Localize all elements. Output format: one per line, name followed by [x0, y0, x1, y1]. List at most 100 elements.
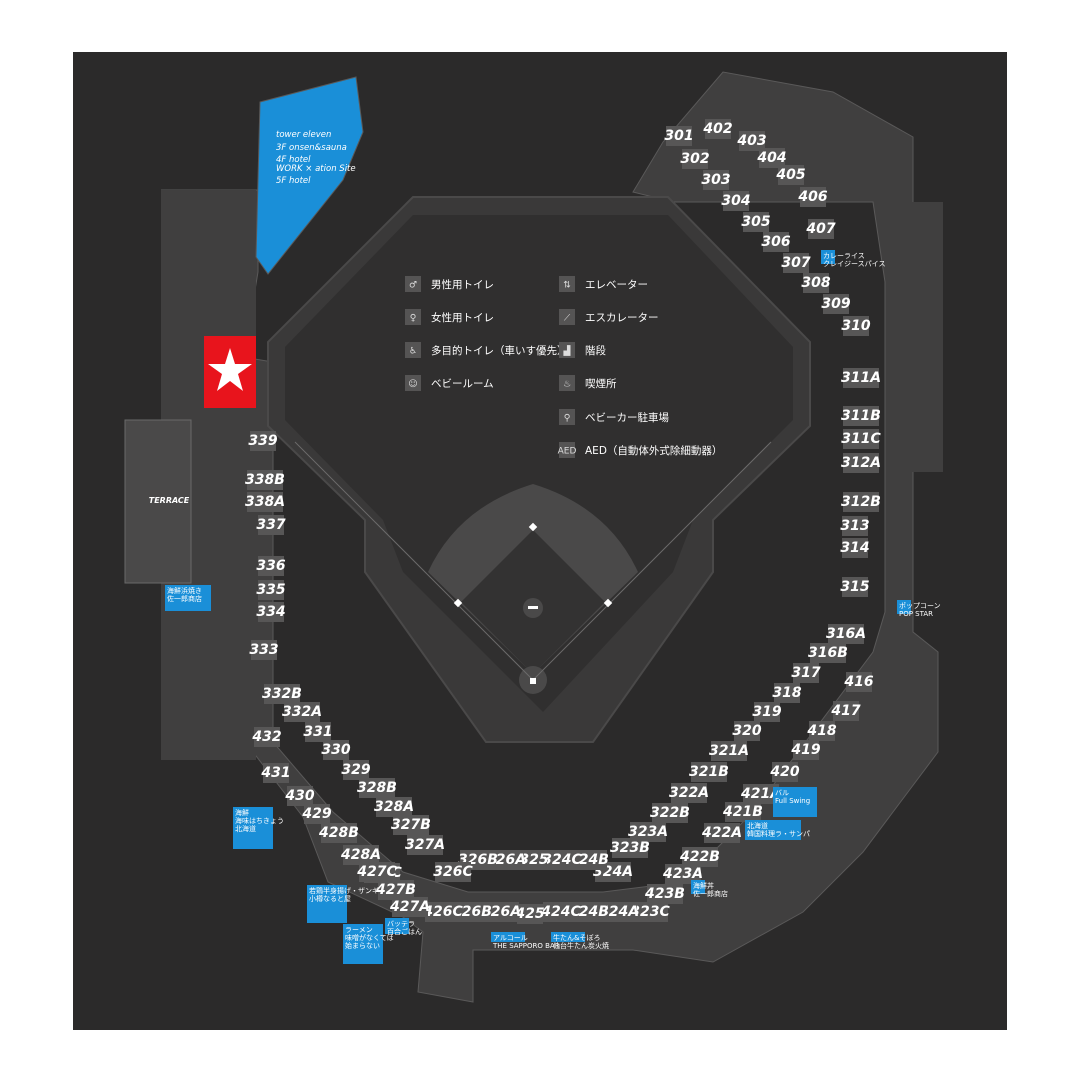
seat-block[interactable]	[711, 741, 747, 761]
seat-block[interactable]	[305, 722, 331, 742]
seat-block[interactable]	[247, 492, 283, 512]
seat-block[interactable]	[258, 556, 284, 576]
seat-block[interactable]	[543, 902, 579, 922]
food-stall[interactable]	[773, 787, 817, 817]
seat-block[interactable]	[725, 802, 761, 822]
food-stall[interactable]	[165, 585, 211, 611]
seat-block[interactable]	[705, 119, 731, 139]
seat-block[interactable]	[846, 672, 872, 692]
food-stall[interactable]	[343, 924, 383, 964]
seat-block[interactable]	[842, 516, 868, 536]
seat-block[interactable]	[435, 862, 471, 882]
seat-block[interactable]	[842, 577, 868, 597]
seat-block[interactable]	[263, 763, 289, 783]
seat-block[interactable]	[783, 253, 809, 273]
seat-block[interactable]	[254, 727, 280, 747]
seat-block[interactable]	[703, 170, 729, 190]
seat-block[interactable]	[803, 273, 829, 293]
seat-block[interactable]	[454, 902, 490, 922]
seat-block[interactable]	[682, 847, 718, 867]
seat-block[interactable]	[343, 845, 379, 865]
seat-block[interactable]	[258, 580, 284, 600]
seat-block[interactable]	[425, 902, 461, 922]
seat-block[interactable]	[759, 148, 785, 168]
seat-block[interactable]	[376, 797, 412, 817]
seat-block[interactable]	[704, 823, 740, 843]
seat-block[interactable]	[843, 368, 879, 388]
seat-block[interactable]	[810, 643, 846, 663]
seat-block[interactable]	[734, 721, 760, 741]
seat-block[interactable]	[833, 701, 859, 721]
stall-label: バル	[775, 789, 789, 797]
seat-block[interactable]	[284, 702, 320, 722]
seat-block[interactable]	[343, 760, 369, 780]
food-stall[interactable]	[491, 932, 525, 942]
seat-block[interactable]	[571, 902, 607, 922]
seat-block[interactable]	[843, 316, 869, 336]
seat-block[interactable]	[250, 431, 276, 451]
seat-block[interactable]	[743, 212, 769, 232]
seat-block[interactable]	[682, 149, 708, 169]
seat-block[interactable]	[793, 663, 819, 683]
seat-block[interactable]	[843, 492, 879, 512]
seat-block[interactable]	[517, 904, 543, 924]
seat-block[interactable]	[763, 232, 789, 252]
food-stall[interactable]	[691, 880, 705, 894]
seat-block[interactable]	[843, 453, 879, 473]
seat-block[interactable]	[793, 740, 819, 760]
seat-block[interactable]	[647, 884, 683, 904]
seat-block[interactable]	[287, 786, 313, 806]
food-stall[interactable]	[821, 250, 835, 264]
seat-block[interactable]	[251, 640, 277, 660]
seat-block[interactable]	[828, 624, 864, 644]
seat-block[interactable]	[652, 803, 688, 823]
seat-block[interactable]	[521, 850, 547, 870]
seat-block[interactable]	[739, 131, 765, 151]
seat-block[interactable]	[671, 783, 707, 803]
seat-block[interactable]	[378, 880, 414, 900]
seat-block[interactable]	[743, 784, 779, 804]
seat-block[interactable]	[359, 862, 395, 882]
seat-block[interactable]	[823, 294, 849, 314]
food-stall[interactable]	[233, 807, 273, 849]
seat-block[interactable]	[800, 187, 826, 207]
food-stall[interactable]	[307, 885, 347, 923]
seat-block[interactable]	[247, 470, 283, 490]
seat-block[interactable]	[601, 902, 637, 922]
seat-block[interactable]	[544, 850, 580, 870]
seat-block[interactable]	[393, 815, 429, 835]
food-stall[interactable]	[551, 932, 585, 942]
seat-block[interactable]	[774, 683, 800, 703]
seat-block[interactable]	[258, 602, 284, 622]
tower-eleven-building[interactable]	[255, 76, 364, 275]
seat-block[interactable]	[304, 804, 330, 824]
seat-block[interactable]	[264, 684, 300, 704]
seat-block[interactable]	[323, 740, 349, 760]
seat-block[interactable]	[778, 165, 804, 185]
seat-block[interactable]	[723, 191, 749, 211]
section-label: 425	[514, 906, 544, 922]
seat-block[interactable]	[392, 897, 428, 917]
food-stall[interactable]	[385, 918, 409, 934]
seat-block[interactable]	[843, 406, 879, 426]
seat-block[interactable]	[809, 721, 835, 741]
food-stall[interactable]	[897, 600, 911, 614]
seat-block[interactable]	[630, 822, 666, 842]
seat-block[interactable]	[612, 838, 648, 858]
seat-block[interactable]	[483, 902, 519, 922]
seat-block[interactable]	[407, 835, 443, 855]
food-stall[interactable]	[745, 820, 801, 840]
seat-block[interactable]	[772, 762, 798, 782]
seat-block[interactable]	[359, 778, 395, 798]
seat-block[interactable]	[691, 762, 727, 782]
seat-block[interactable]	[842, 538, 868, 558]
seat-block[interactable]	[808, 219, 834, 239]
seat-block[interactable]	[258, 515, 284, 535]
seat-block[interactable]	[666, 126, 692, 146]
seat-block[interactable]	[843, 429, 879, 449]
seat-block[interactable]	[488, 850, 524, 870]
seat-block[interactable]	[754, 702, 780, 722]
seat-block[interactable]	[321, 823, 357, 843]
seat-block[interactable]	[632, 902, 668, 922]
seat-block[interactable]	[665, 864, 701, 884]
